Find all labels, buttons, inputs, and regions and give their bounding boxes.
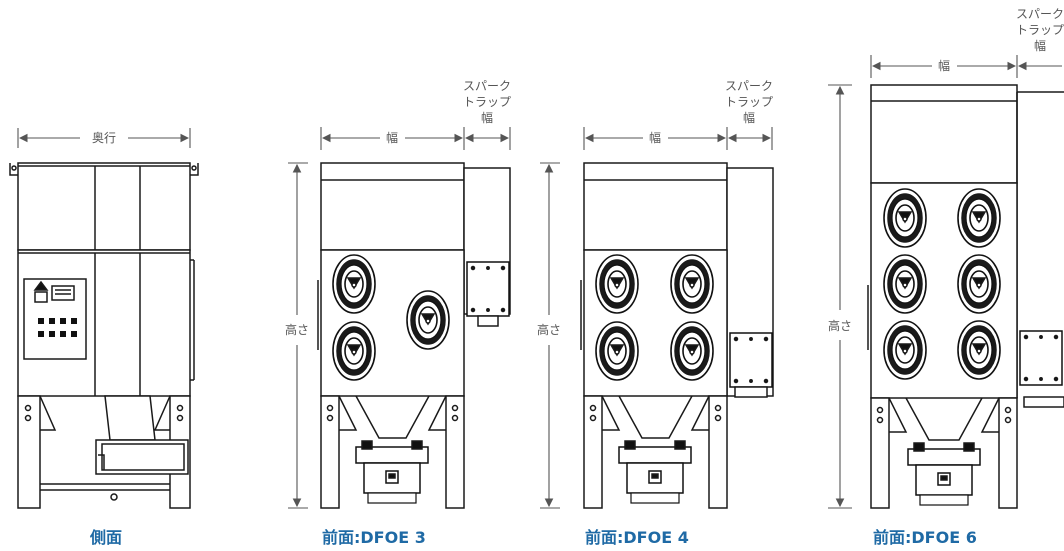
dfoe4-spark-trap-label-3: 幅 (743, 110, 755, 125)
dfoe4-spark-trap-label-1: スパーク (725, 79, 773, 93)
dfoe6-spark-trap-label-2: トラップ (1016, 23, 1064, 37)
dfoe4-width-label: 幅 (649, 130, 661, 145)
dfoe3-height-label: 高さ (285, 322, 309, 337)
dfoe6-height-label: 高さ (828, 318, 852, 333)
dfoe3-spark-trap-label-3: 幅 (481, 110, 493, 125)
dfoe3-caption: 前面:DFOE 3 (322, 528, 426, 547)
side-depth-label: 奥行 (92, 131, 116, 145)
dfoe4-caption: 前面:DFOE 4 (585, 528, 689, 547)
dfoe6-width-label: 幅 (938, 58, 950, 73)
dfoe3-spark-trap-label-1: スパーク (463, 79, 511, 93)
dfoe6-front-view (867, 84, 1064, 509)
dimension-lines (17, 55, 1062, 509)
dimension-labels: 奥行 幅 スパーク トラップ 幅 高さ 幅 スパーク トラップ 幅 高さ 幅 ス… (92, 7, 1064, 337)
dfoe6-spark-trap-label-1: スパーク (1016, 7, 1064, 21)
side-view (9, 162, 199, 509)
dfoe3-front-view (317, 162, 511, 509)
dfoe6-caption: 前面:DFOE 6 (873, 528, 977, 547)
side-view-caption: 側面 (90, 528, 123, 547)
dfoe4-height-label: 高さ (537, 322, 561, 337)
dfoe3-spark-trap-label-2: トラップ (463, 95, 511, 109)
dfoe3-width-label: 幅 (386, 130, 398, 145)
dfoe4-spark-trap-label-2: トラップ (725, 95, 773, 109)
dfoe4-front-view (580, 162, 774, 509)
dfoe6-spark-trap-label-3: 幅 (1034, 38, 1046, 53)
